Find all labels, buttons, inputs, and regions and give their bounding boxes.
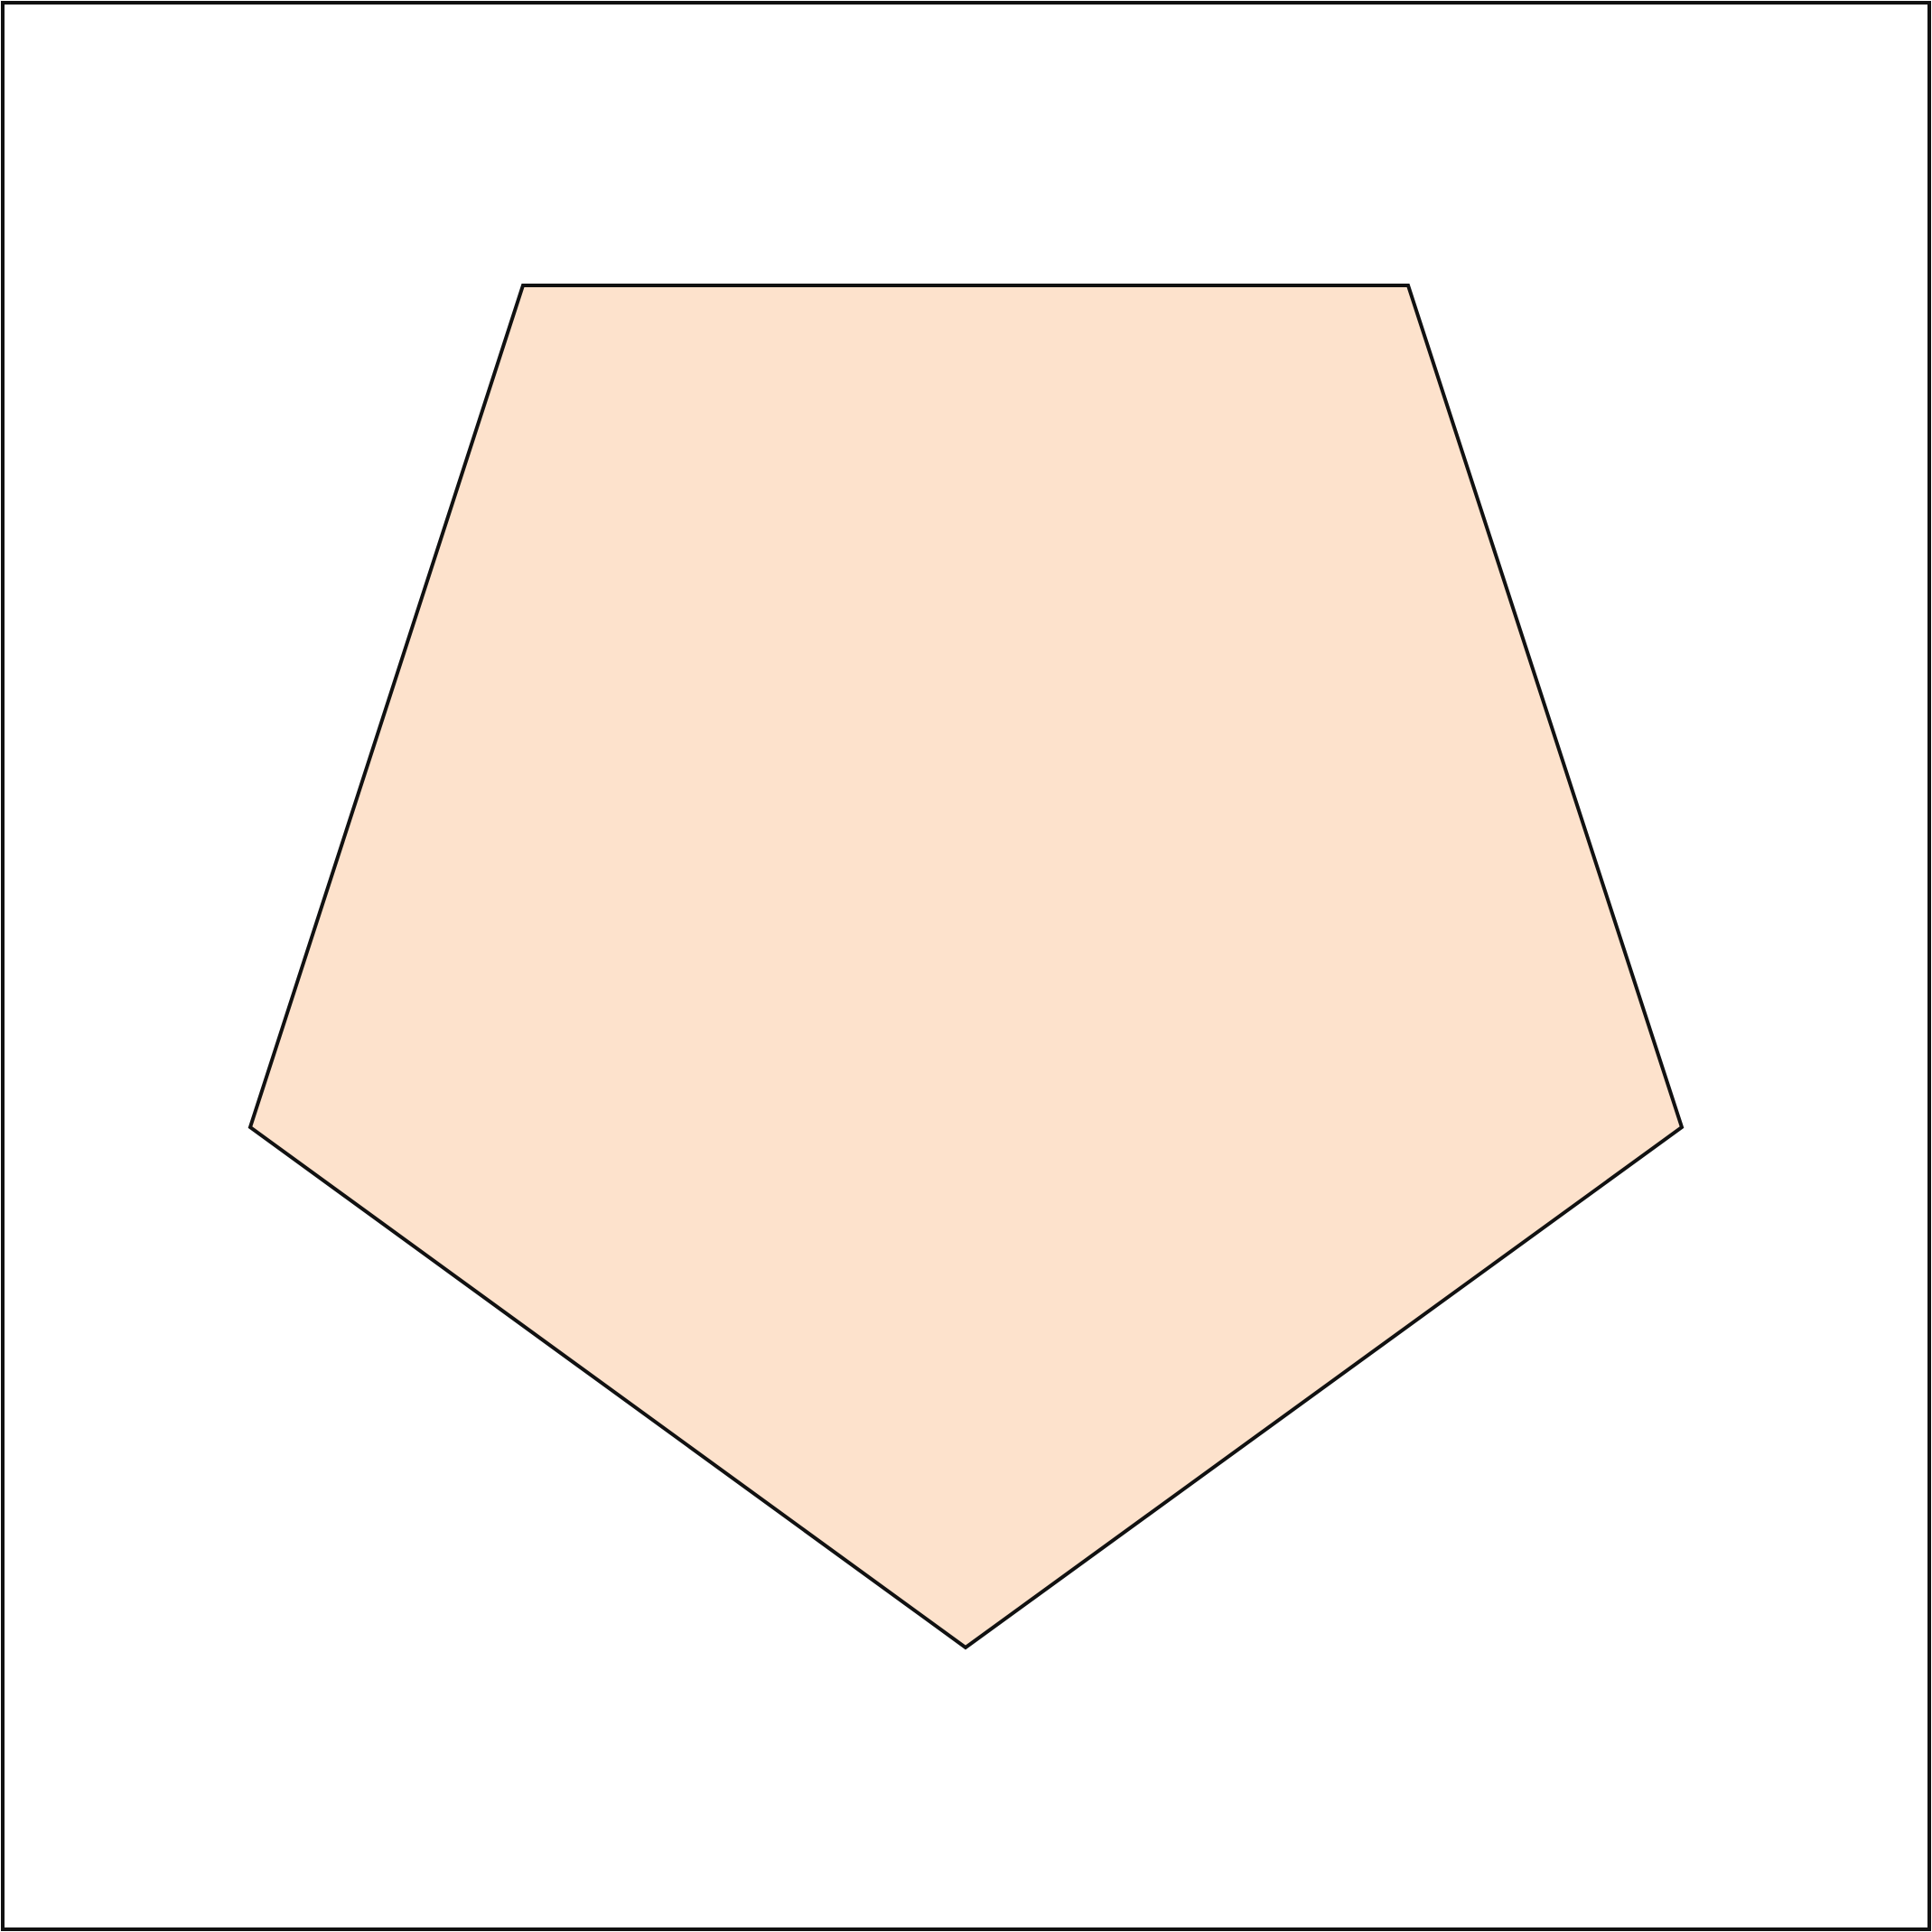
pentagon-shape (247, 284, 1685, 1650)
